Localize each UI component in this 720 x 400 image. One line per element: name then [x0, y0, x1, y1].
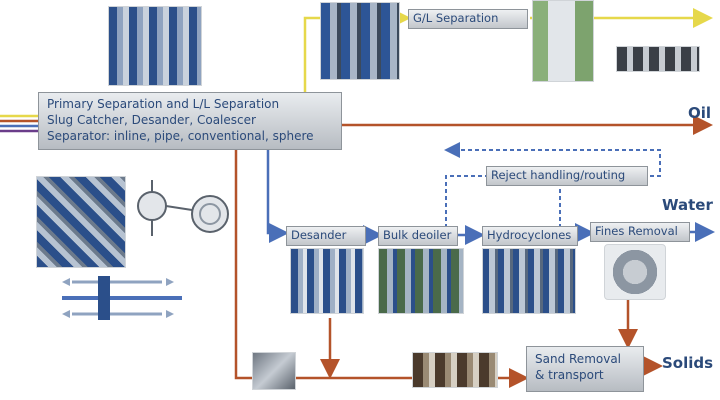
photo-desander-skid: [290, 248, 364, 314]
photo-gl-separation-skid: [320, 2, 400, 80]
desander-box: Desander: [286, 226, 366, 246]
gl-separation-box: G/L Separation: [408, 9, 528, 29]
reject-line-from-deoiler: [445, 175, 486, 228]
primary-separation-equipment: Slug Catcher, Desander, Coalescer: [47, 113, 256, 127]
bulk-deoiler-box: Bulk deoiler: [378, 226, 458, 246]
oil-output-label: Oil: [688, 104, 712, 122]
reject-handling-box: Reject handling/routing: [486, 166, 648, 186]
water-output-label: Water: [662, 196, 713, 214]
photo-fines-removal-vessel: [604, 244, 666, 300]
primary-separation-box: Primary Separation and L/L Separation Sl…: [38, 92, 342, 150]
photo-gl-separator-vessel: [532, 0, 594, 82]
water-line-to-desander: [266, 150, 289, 243]
fines-removal-box: Fines Removal: [590, 222, 690, 242]
solids-output-label: Solids: [662, 354, 714, 372]
photo-slug-catcher-skid: [108, 6, 202, 86]
primary-separation-separator-types: Separator: inline, pipe, conventional, s…: [47, 129, 314, 143]
sand-removal-label: Sand Removal: [535, 352, 622, 366]
inline-separator-schematic: [62, 276, 182, 320]
sand-transport-label: & transport: [535, 368, 604, 382]
sphere-separator-drawing: [137, 180, 229, 236]
photo-hydrocyclones-skid: [482, 248, 576, 314]
photo-solids-pipe-unit: [252, 352, 296, 390]
sand-removal-box: Sand Removal & transport: [526, 346, 644, 392]
photo-gas-outlet-equipment: [616, 46, 700, 72]
primary-separation-title: Primary Separation and L/L Separation: [47, 97, 280, 111]
photo-bulk-deoiler-skid: [378, 248, 464, 314]
photo-primary-separator-skid: [36, 176, 126, 268]
reject-line-to-oil: [444, 142, 661, 177]
photo-sand-transport-pipe: [412, 352, 498, 388]
hydrocyclones-box: Hydrocyclones: [482, 226, 578, 246]
